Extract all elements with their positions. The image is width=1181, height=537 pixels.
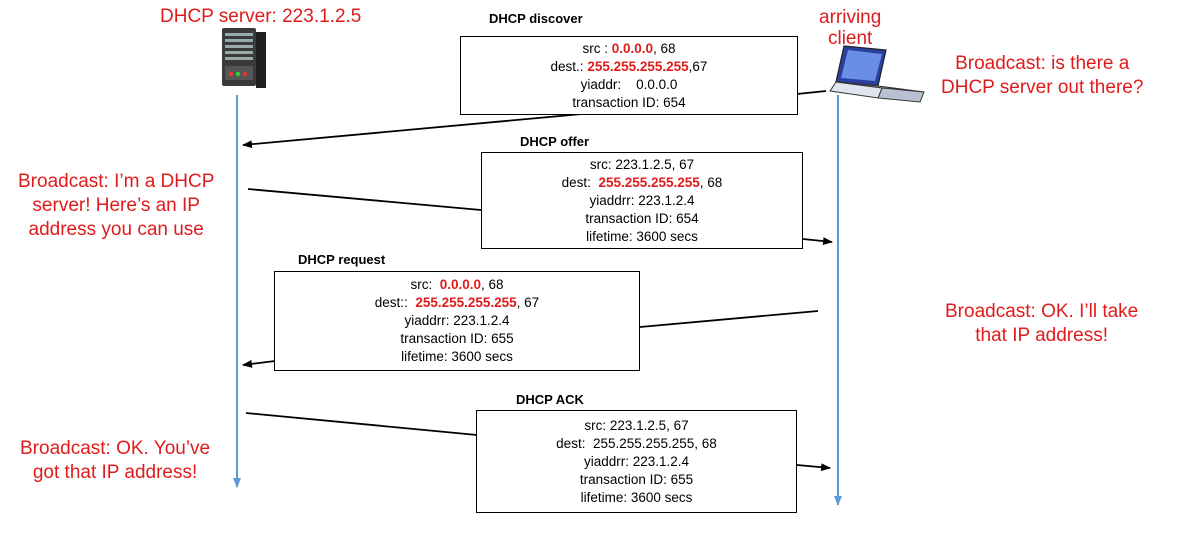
offer-message-box: src: 223.1.2.5, 67 dest: 255.255.255.255… [481, 152, 803, 249]
note-offer: Broadcast: I’m a DHCP server! Here’s an … [18, 171, 215, 240]
discover-message-box: src : 0.0.0.0, 68 dest.: 255.255.255.255… [460, 36, 798, 115]
ack-transaction: transaction ID: 655 [579, 471, 694, 487]
discover-dest: dest.: 255.255.255.255,67 [550, 58, 708, 74]
request-lifetime: lifetime: 3600 secs [401, 349, 513, 364]
note-ack: Broadcast: OK. You’ve got that IP addres… [20, 438, 211, 483]
offer-yiaddr: yiaddrr: 223.1.2.4 [589, 192, 695, 208]
discover-yiaddr: yiaddr: 0.0.0.0 [580, 76, 678, 92]
request-arrow [639, 310, 819, 328]
ack-src: src: 223.1.2.5, 67 [584, 417, 689, 433]
offer-transaction: transaction ID: 654 [585, 210, 699, 226]
offer-src: src: 223.1.2.5, 67 [589, 156, 695, 172]
note-request: Broadcast: OK. I’ll take that IP address… [945, 301, 1139, 346]
discover-title: DHCP discover [489, 11, 583, 26]
offer-dest: dest: 255.255.255.255, 68 [561, 174, 723, 190]
request-src: src: 0.0.0.0, 68 [410, 277, 504, 292]
offer-arrow [247, 188, 482, 211]
request-title: DHCP request [298, 252, 386, 267]
server-label: DHCP server: 223.1.2.5 [160, 6, 362, 27]
offer-title: DHCP offer [520, 134, 590, 149]
ack-lifetime: lifetime: 3600 secs [580, 489, 693, 505]
client-label: arriving client [819, 7, 882, 49]
request-yiaddr: yiaddrr: 223.1.2.4 [404, 313, 510, 328]
discover-transaction: transaction ID: 654 [572, 94, 686, 110]
ack-yiaddr: yiaddrr: 223.1.2.4 [583, 453, 690, 469]
request-message-box: src: 0.0.0.0, 68 dest:: 255.255.255.255,… [274, 271, 640, 371]
ack-dest: dest: 255.255.255.255, 68 [556, 435, 717, 451]
ack-message-box: src: 223.1.2.5, 67 dest: 255.255.255.255… [476, 410, 797, 513]
request-dest: dest:: 255.255.255.255, 67 [374, 295, 540, 310]
request-transaction: transaction ID: 655 [400, 331, 514, 346]
ack-arrow [245, 412, 478, 436]
discover-src: src : 0.0.0.0, 68 [582, 40, 676, 56]
offer-lifetime: lifetime: 3600 secs [586, 228, 698, 244]
ack-title: DHCP ACK [516, 392, 584, 407]
note-discover: Broadcast: is there a DHCP server out th… [941, 53, 1144, 98]
